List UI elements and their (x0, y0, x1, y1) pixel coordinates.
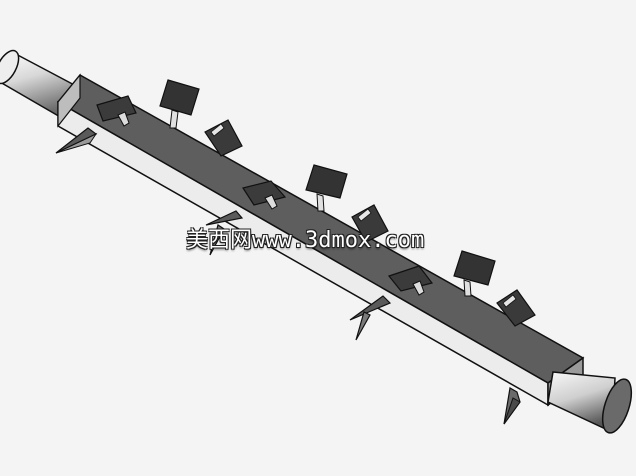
square-beam (56, 73, 585, 407)
spike-group (55, 127, 521, 425)
paddle-6 (351, 204, 389, 243)
paddle-1 (96, 95, 137, 127)
paddle-8 (453, 250, 496, 297)
paddle-9 (496, 289, 536, 327)
paddle-3 (204, 119, 243, 157)
paddle-4 (242, 180, 287, 210)
spike-1 (55, 127, 98, 154)
spike-4 (503, 387, 521, 425)
paddle-2 (159, 79, 200, 129)
right-shaft-stub (547, 371, 633, 434)
site-watermark: 美西网www.3dmox.com (186, 228, 425, 253)
paddle-7 (387, 265, 434, 296)
paddle-5 (305, 164, 348, 212)
spike-2 (205, 210, 244, 256)
paddle-group (96, 79, 536, 327)
spike-3 (349, 295, 392, 341)
